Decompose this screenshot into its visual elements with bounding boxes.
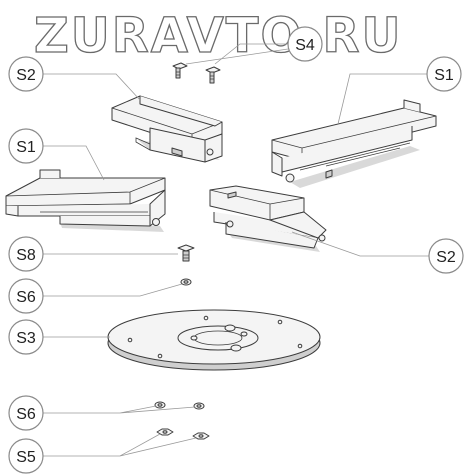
bolt-s8 [177, 244, 195, 262]
label-s1-top: S1 [426, 56, 462, 92]
nut-s6-bottom-left [154, 401, 166, 409]
leader-s2-top [42, 73, 141, 101]
label-s4: S4 [287, 26, 323, 62]
label-s6-bottom: S6 [8, 395, 44, 431]
bracket-s2-upper [111, 95, 223, 163]
label-s6-mid: S6 [8, 278, 44, 314]
label-s2-right-text: S2 [436, 249, 456, 266]
label-s1-top-text: S1 [434, 67, 454, 84]
plate-s3 [107, 309, 321, 371]
label-s6-bottom-text: S6 [16, 406, 36, 423]
bolt-s4-right [205, 66, 221, 84]
sill-s1-upper [271, 99, 437, 188]
label-s8-text: S8 [16, 247, 36, 264]
label-s1-left-text: S1 [16, 139, 36, 156]
label-s4-text: S4 [295, 37, 315, 54]
leader-s6-mid [42, 283, 183, 297]
label-s3-text: S3 [16, 330, 36, 347]
label-s6-mid-text: S6 [16, 289, 36, 306]
label-s8: S8 [8, 236, 44, 272]
label-s2-top: S2 [8, 56, 44, 92]
leader-s2-right [291, 231, 430, 257]
nut-s6-bottom-right [193, 402, 205, 410]
label-s2-right: S2 [428, 238, 464, 274]
sill-s1-left [5, 169, 166, 232]
leader-s6-bottom [42, 405, 196, 414]
bolt-s4-left [172, 62, 188, 79]
nut-s5-right [192, 432, 210, 440]
label-s1-left: S1 [8, 128, 44, 164]
label-s3: S3 [8, 319, 44, 355]
label-s5: S5 [8, 438, 44, 474]
label-s5-text: S5 [16, 449, 36, 466]
leader-s1-left [42, 145, 105, 181]
leader-s5 [42, 433, 197, 457]
label-s2-top-text: S2 [16, 67, 36, 84]
nut-s6-middle [180, 278, 192, 286]
watermark-text: ZURAVTO.RU [34, 8, 402, 64]
nut-s5-left [156, 428, 174, 436]
bracket-s2-lower [209, 185, 327, 252]
leader-s1-top [337, 73, 428, 125]
